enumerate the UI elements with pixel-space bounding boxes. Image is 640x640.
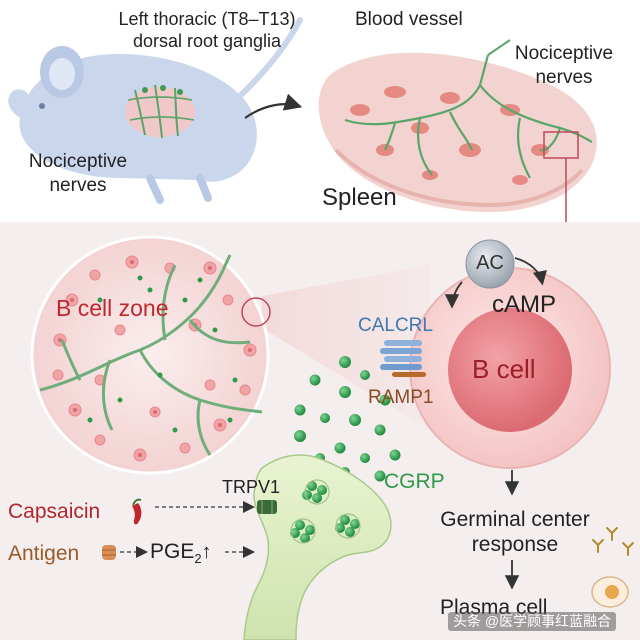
calcrl-label: CALCRL: [358, 315, 433, 336]
b-cell-label: B cell: [472, 354, 536, 384]
camp-label: cAMP: [492, 291, 557, 318]
spleen-label: Spleen: [322, 184, 397, 211]
antigen-icon: [102, 545, 116, 560]
trpv1-label: TRPV1: [222, 477, 281, 497]
mouse-nerves-label-line1: Nociceptive: [28, 151, 128, 172]
antibody-icon: [592, 527, 634, 556]
neuron-illustration: [243, 454, 392, 640]
top-panel: [8, 17, 597, 235]
pge2-base: PGE: [150, 540, 195, 563]
germinal-center-label-line1: Germinal center: [440, 508, 590, 531]
spleen-illustration: [318, 39, 597, 212]
mouse-illustration: [8, 17, 303, 204]
watermark: 头条 @医学顾事红蓝融合: [448, 612, 617, 632]
spleen-nerves-label-line2: nerves: [535, 67, 593, 88]
b-cell-zone-illustration: [30, 235, 271, 475]
pge2-up-arrow-icon: ↑: [201, 541, 212, 563]
b-cell-illustration: [409, 239, 611, 469]
bottom-panel: [0, 222, 640, 640]
zoom-beam: [262, 265, 430, 430]
mouse-to-spleen-arrow: [244, 93, 303, 119]
ac-label: AC: [476, 252, 504, 274]
antigen-label: Antigen: [8, 542, 80, 565]
drg-label-line2: dorsal root ganglia: [132, 31, 282, 51]
mouse-nerves-label-line2: nerves: [49, 175, 107, 196]
capsaicin-label: Capsaicin: [8, 500, 101, 523]
b-cell-zone-label: B cell zone: [56, 295, 169, 321]
ac-arrow-left: [444, 281, 463, 309]
pge2-label: PGE2↑: [150, 540, 212, 566]
ac-to-camp-arrow: [514, 257, 547, 286]
chili-pepper-icon: [132, 498, 142, 525]
trpv1-channel-icon: [257, 500, 277, 514]
germinal-center-label-line2: response: [471, 533, 559, 556]
blood-vessel-label: Blood vessel: [355, 9, 463, 30]
plasma-cell-illustration: [591, 576, 629, 608]
cgrp-label: CGRP: [384, 470, 445, 493]
ramp1-label: RAMP1: [368, 387, 434, 408]
spleen-nerves-label-line1: Nociceptive: [514, 43, 614, 64]
drg-label-line1: Left thoracic (T8–T13): [118, 9, 296, 29]
pge2-subscript: 2: [194, 551, 202, 567]
calcrl-ramp1-receptor: [380, 340, 426, 377]
ac-enzyme-icon: [465, 239, 515, 289]
